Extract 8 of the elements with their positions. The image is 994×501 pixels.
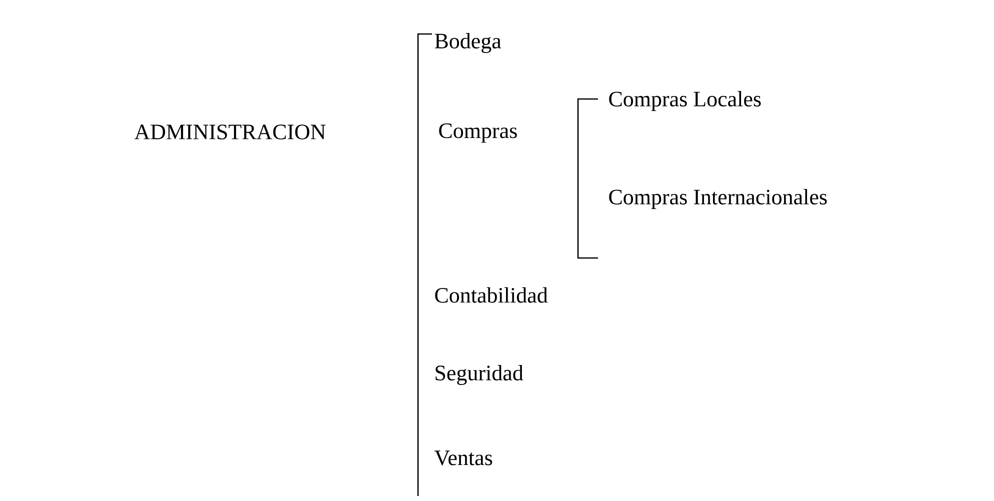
node-label: Ventas <box>434 450 492 466</box>
node-label: Seguridad <box>436 365 524 385</box>
node-label: Compras Locales <box>609 91 761 111</box>
node-label: Bodega <box>434 33 502 53</box>
node-label: Contabilidad <box>435 287 548 303</box>
node-label: Compras Internacionales <box>609 189 827 209</box>
node-label: ADMINISTRACION <box>134 124 326 140</box>
node-label: Compras <box>439 123 517 143</box>
